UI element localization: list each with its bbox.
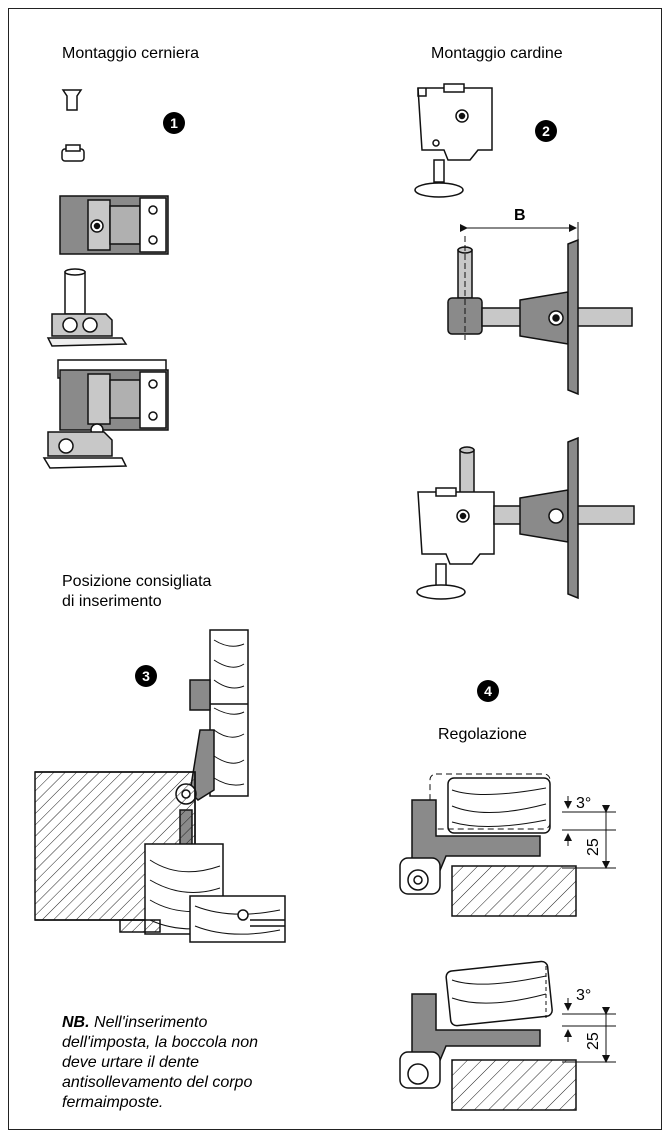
step-badge-2: 2: [535, 120, 557, 142]
pivot-assembled: [416, 436, 635, 600]
note-text: NB. Nell'inserimento dell'imposta, la bo…: [62, 1013, 312, 1113]
section-frame: [119, 843, 286, 943]
title-position-line1: Posizione consigliata: [62, 573, 212, 590]
step-badge-1: 1: [163, 112, 185, 134]
adjust-bottom: [399, 960, 616, 1111]
angle-top-label: 3°: [576, 795, 591, 812]
angle-bottom-label: 3°: [576, 987, 591, 1004]
note-line-1: Nell'inserimento: [94, 1014, 208, 1031]
title-position-line2: di inserimento: [62, 593, 162, 610]
adjust-top: [399, 773, 616, 917]
figure-frame: [8, 8, 662, 1130]
note-line-5: fermaimposte.: [62, 1094, 164, 1111]
hinge-body-top: [59, 195, 169, 255]
gap-bottom-label: 25: [585, 1032, 602, 1050]
gap-top-label: 25: [585, 838, 602, 856]
section-shutter-top: [189, 629, 249, 797]
title-hinge-mounting: Montaggio cerniera: [62, 45, 199, 62]
hinge-pin-part: [46, 268, 128, 347]
note-line-2: dell'imposta, la boccola non: [62, 1034, 259, 1051]
step-badge-3: 3: [135, 665, 157, 687]
dimension-b: B: [514, 207, 526, 224]
hinge-bushing: [61, 144, 85, 162]
title-pivot-mounting: Montaggio cardine: [431, 45, 563, 62]
hinge-assembled: [42, 359, 169, 469]
hinge-screw: [61, 89, 83, 111]
note-lead: NB.: [62, 1014, 90, 1031]
pivot-bracket: [414, 83, 493, 198]
note-line-4: antisollevamento del corpo: [62, 1074, 253, 1091]
step-badge-4: 4: [477, 680, 499, 702]
note-line-3: deve urtare il dente: [62, 1054, 199, 1071]
title-adjustment: Regolazione: [438, 726, 527, 743]
pivot-arm-b: [447, 222, 633, 396]
